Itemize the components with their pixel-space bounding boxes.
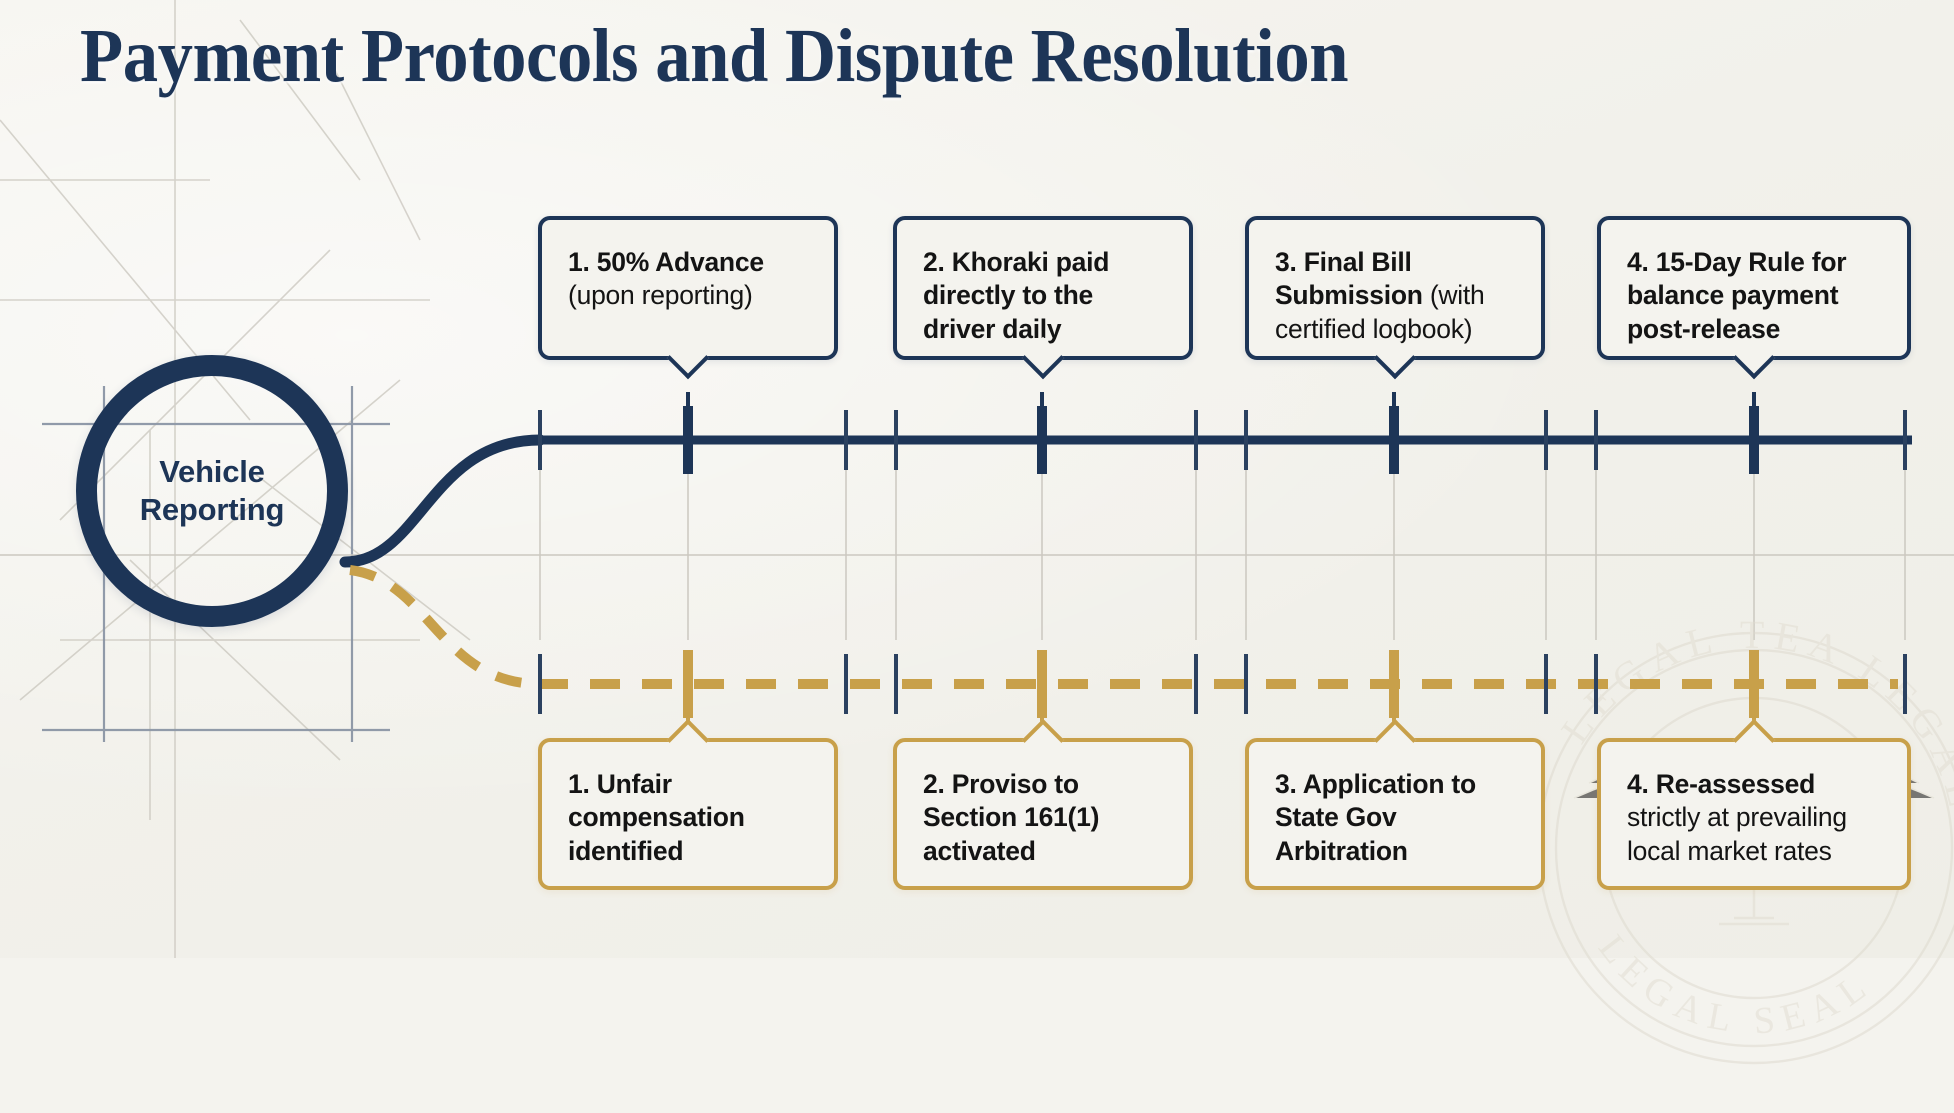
hub-label-line-1: Vehicle bbox=[159, 454, 265, 490]
payment-step-4-callout[interactable]: 4. 15-Day Rule for balance payment post-… bbox=[1597, 216, 1911, 380]
payment-step-4-heading: 4. 15-Day Rule for balance payment post-… bbox=[1627, 247, 1847, 344]
dispute-step-4-detail: strictly at prevailing local market rate… bbox=[1627, 802, 1847, 866]
payment-step-3-heading: 3. Final Bill Submission bbox=[1275, 247, 1423, 311]
dispute-step-2-callout[interactable]: 2. Proviso to Section 161(1) activated bbox=[893, 718, 1193, 890]
payment-step-3-callout[interactable]: 3. Final Bill Submission (with certified… bbox=[1245, 216, 1545, 380]
payment-track bbox=[538, 406, 1912, 474]
dispute-step-3-callout[interactable]: 3. Application to State Gov Arbitration bbox=[1245, 718, 1545, 890]
dispute-step-2-heading: 2. Proviso to Section 161(1) activated bbox=[923, 769, 1100, 866]
payment-step-2-callout[interactable]: 2. Khoraki paid directly to the driver d… bbox=[893, 216, 1193, 380]
dispute-step-3-heading: 3. Application to State Gov Arbitration bbox=[1275, 769, 1476, 866]
dispute-leader-stems bbox=[686, 712, 1756, 734]
payment-step-1-callout[interactable]: 1. 50% Advance (upon reporting) bbox=[538, 216, 838, 380]
connector-to-payment-track bbox=[339, 434, 546, 568]
dispute-step-4-callout[interactable]: 4. Re-assessed strictly at prevailing lo… bbox=[1597, 718, 1911, 890]
payment-step-1-heading: 1. 50% Advance bbox=[568, 247, 764, 277]
hub-node-label: Vehicle Reporting bbox=[140, 453, 285, 529]
connector-to-dispute-track bbox=[349, 565, 541, 689]
dispute-step-1-callout[interactable]: 1. Unfair compensation identified bbox=[538, 718, 838, 890]
page-title: Payment Protocols and Dispute Resolution bbox=[80, 14, 1349, 98]
hub-node-vehicle-reporting[interactable]: Vehicle Reporting bbox=[76, 355, 348, 627]
payment-step-2-heading: 2. Khoraki paid directly to the driver d… bbox=[923, 247, 1110, 344]
dispute-step-1-heading: 1. Unfair compensation identified bbox=[568, 769, 745, 866]
payment-leader-stems bbox=[686, 392, 1756, 412]
payment-step-1-detail: (upon reporting) bbox=[568, 280, 753, 311]
dispute-track bbox=[538, 650, 1907, 718]
dispute-step-4-heading: 4. Re-assessed bbox=[1627, 769, 1816, 799]
hub-label-line-2: Reporting bbox=[139, 492, 285, 527]
